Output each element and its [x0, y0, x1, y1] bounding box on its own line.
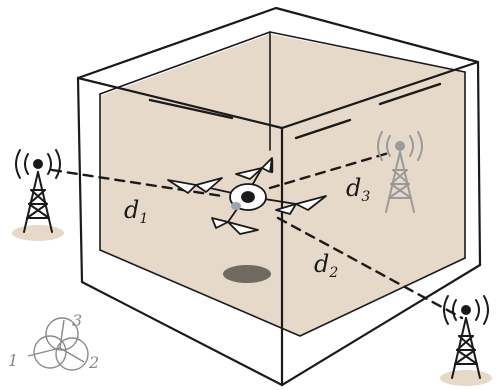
room-cube [76, 6, 482, 387]
distance-label-3: d3 [346, 174, 370, 205]
drone-shadow [223, 265, 271, 283]
trilateration-sketch [27, 317, 89, 371]
trilateration-label-2: 2 [88, 353, 99, 372]
cell-tower-2-icon [440, 295, 492, 386]
distance-label-2: d2 [314, 250, 338, 281]
distance-label-1: d1 [124, 196, 148, 227]
room-hidden-edges [148, 82, 442, 174]
cell-tower-1-icon [12, 149, 64, 241]
distance-line-2 [276, 216, 464, 320]
distance-line-1 [50, 168, 224, 198]
drone-icon [167, 157, 327, 235]
distance-line-3 [268, 150, 394, 190]
distance-lines [50, 150, 464, 320]
trilateration-label-3: 3 [72, 311, 82, 330]
cell-tower-3-icon [377, 131, 423, 213]
trilateration-label-1: 1 [8, 351, 18, 370]
